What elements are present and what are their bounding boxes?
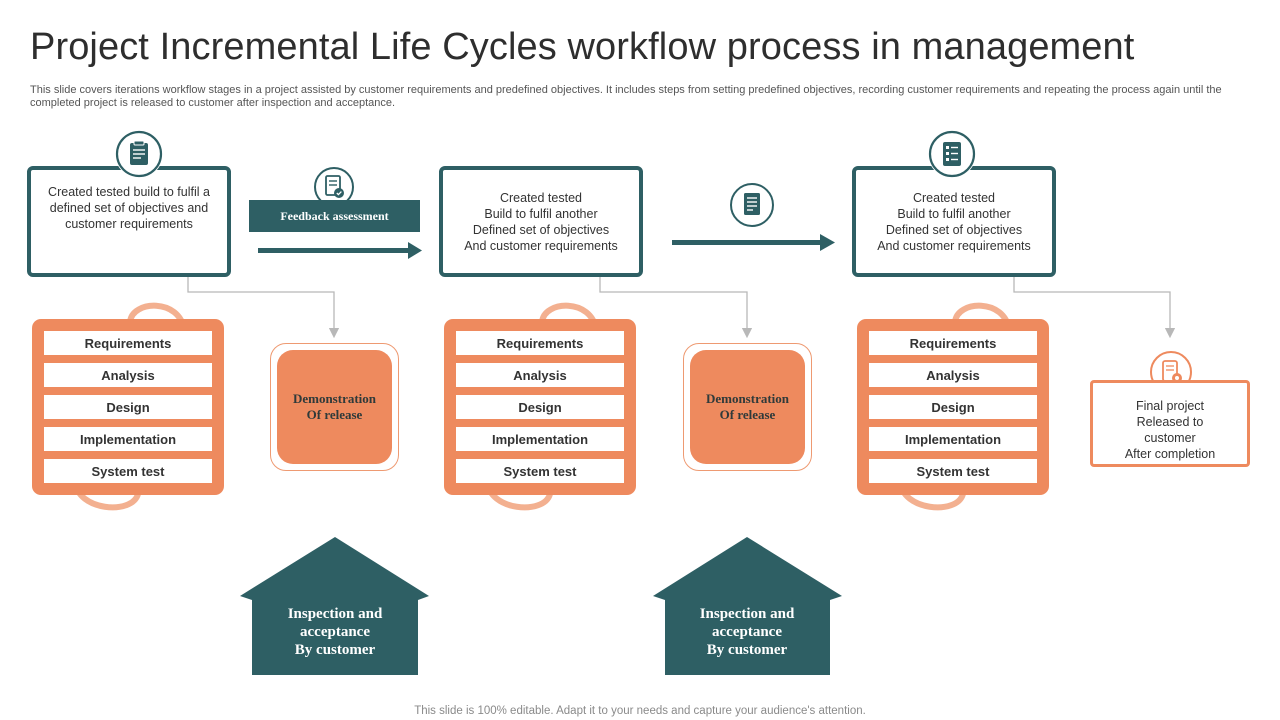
demonstration-box-2: Demonstration Of release xyxy=(683,343,812,471)
stage-panel-3: Requirements Analysis Design Implementat… xyxy=(857,319,1049,495)
demonstration-label: Demonstration Of release xyxy=(690,350,805,464)
stage-panel-2: Requirements Analysis Design Implementat… xyxy=(444,319,636,495)
stage-item-analysis: Analysis xyxy=(456,363,624,387)
clipboard-icon xyxy=(115,130,163,178)
inspection-house-2 xyxy=(653,537,842,675)
connector-line-1 xyxy=(187,277,340,339)
flow-arrow-2 xyxy=(672,234,835,251)
stage-item-design: Design xyxy=(456,395,624,419)
stage-item-implementation: Implementation xyxy=(44,427,212,451)
build-box-1: Created tested build to fulfil a defined… xyxy=(27,166,231,277)
stage-item-system-test: System test xyxy=(456,459,624,483)
flow-arrow-1 xyxy=(258,242,422,259)
connector-line-3 xyxy=(1013,277,1176,339)
stage-item-requirements: Requirements xyxy=(44,331,212,355)
stage-item-implementation: Implementation xyxy=(869,427,1037,451)
final-project-box: Final project Released to customer After… xyxy=(1090,380,1250,467)
page-title: Project Incremental Life Cycles workflow… xyxy=(30,26,1135,68)
document-icon xyxy=(729,182,775,228)
stage-item-requirements: Requirements xyxy=(456,331,624,355)
demonstration-label: Demonstration Of release xyxy=(277,350,392,464)
stage-item-requirements: Requirements xyxy=(869,331,1037,355)
build-box-3: Created tested Build to fulfil another D… xyxy=(852,166,1056,277)
stage-item-system-test: System test xyxy=(44,459,212,483)
footer-note: This slide is 100% editable. Adapt it to… xyxy=(414,705,866,717)
slide-description: This slide covers iterations workflow st… xyxy=(30,84,1222,109)
stage-item-design: Design xyxy=(44,395,212,419)
stage-item-analysis: Analysis xyxy=(869,363,1037,387)
checklist-icon xyxy=(928,130,976,178)
connector-line-2 xyxy=(599,277,753,339)
inspection-label-1: Inspection and acceptance By customer xyxy=(287,606,383,658)
stage-item-analysis: Analysis xyxy=(44,363,212,387)
stage-item-design: Design xyxy=(869,395,1037,419)
inspection-label-2: Inspection and acceptance By customer xyxy=(699,606,795,658)
build-box-2: Created tested Build to fulfil another D… xyxy=(439,166,643,277)
stage-item-implementation: Implementation xyxy=(456,427,624,451)
stage-item-system-test: System test xyxy=(869,459,1037,483)
feedback-assessment-label: Feedback assessment xyxy=(249,200,420,232)
inspection-house-1 xyxy=(240,537,429,675)
stage-panel-1: Requirements Analysis Design Implementat… xyxy=(32,319,224,495)
demonstration-box-1: Demonstration Of release xyxy=(270,343,399,471)
